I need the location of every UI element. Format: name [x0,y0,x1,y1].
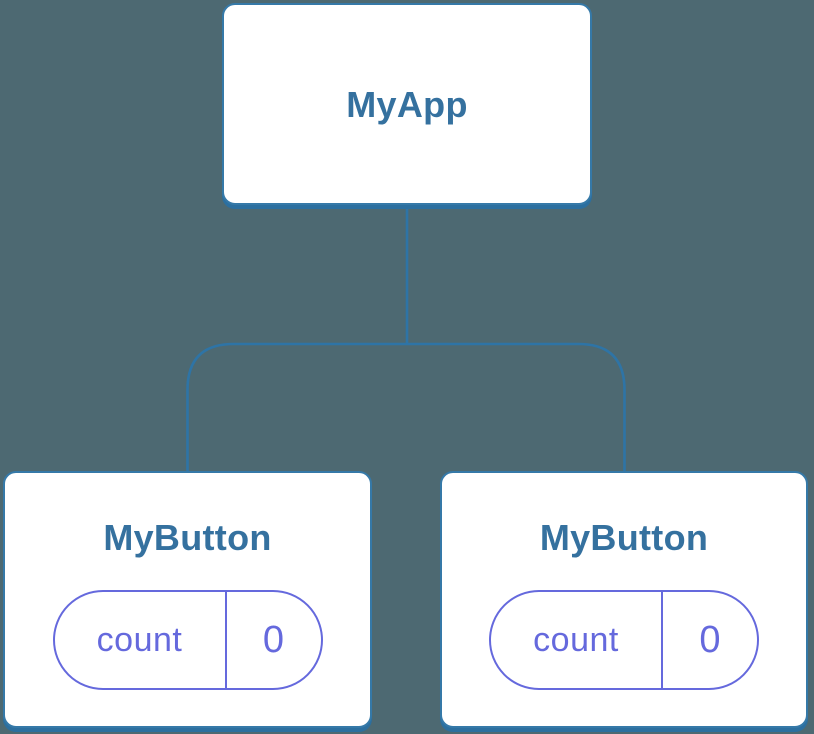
node-myapp: MyApp [222,3,592,205]
state-value: 0 [699,618,721,661]
node-mybutton-left-label: MyButton [103,517,272,558]
state-key-label: count [55,592,227,688]
node-mybutton-right: MyButton count 0 [440,471,808,728]
state-value: 0 [262,618,285,661]
state-pill-right: count 0 [489,590,759,690]
node-mybutton-right-label: MyButton [539,517,709,558]
node-myapp-label: MyApp [346,83,468,125]
state-key-label: count [491,592,663,688]
node-mybutton-left: MyButton count 0 [3,471,372,728]
state-pill-left: count 0 [52,590,323,690]
connector-branch [186,342,626,471]
